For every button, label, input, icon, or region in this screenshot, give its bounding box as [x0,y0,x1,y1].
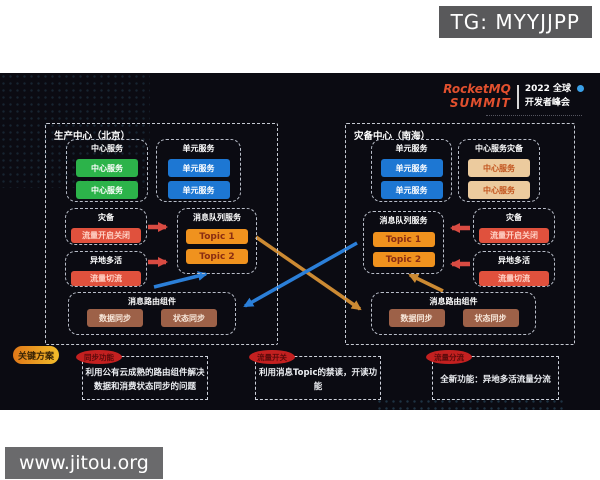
logo-summit-text: SUMMIT [449,95,511,110]
logo-brand: RocketMQ SUMMIT [443,82,511,111]
node-traffic-switch: 流量切流 [71,271,141,286]
group-disaster-recovery: 灾备 流量开启关闭 [65,208,147,245]
group-title: 灾备 [98,213,114,222]
group-title: 中心服务灾备 [475,144,523,153]
group-title: 单元服务 [182,144,215,153]
node-traffic-on-off: 流量开启关闭 [71,228,141,243]
node-traffic-on-off: 流量开启关闭 [479,228,549,243]
node-center-service: 中心服务 [76,159,138,177]
node-data-sync: 数据同步 [87,309,143,327]
note-traffic-split: 流量分流 全新功能：异地多活流量分流 [426,350,559,400]
group-message-router: 消息路由组件 数据同步 状态同步 [371,292,536,335]
node-data-sync: 数据同步 [388,309,445,327]
group-title: 异地多活 [90,256,122,265]
note-sync-feature: 同步功能 利用公有云成熟的路由组件解决 数据和消费状态同步的问题 [76,350,208,400]
group-title: 灾备 [506,213,522,222]
group-title: 异地多活 [498,256,530,265]
node-topic-2: Topic 2 [186,249,248,264]
watermark-badge: www.jitou.org [5,447,163,479]
node-unit-service: 单元服务 [380,181,443,199]
note-line: 全新功能：异地多活流量分流 [440,374,551,385]
note-text: 利用消息Topic的禁读，开读功能 [256,362,380,394]
group-title: 消息路由组件 [128,297,176,306]
panel-title-production: 生产中心（北京） [54,131,131,142]
group-message-queue: 消息队列服务 Topic 1 Topic 2 [363,211,444,274]
note-line: 利用公有云成熟的路由组件解决 [85,367,205,378]
node-unit-service: 单元服务 [167,159,230,177]
group-center-service: 中心服务 中心服务 中心服务 [66,139,148,202]
node-topic-1: Topic 1 [186,229,248,244]
group-unit-service: 单元服务 单元服务 单元服务 [156,139,241,202]
note-text: 全新功能：异地多活流量分流 [440,369,551,388]
note-badge-sync: 同步功能 [76,350,122,364]
node-topic-1: Topic 1 [372,232,435,247]
node-unit-service: 单元服务 [167,181,230,199]
node-center-service-standby: 中心服务 [468,181,530,199]
group-message-queue: 消息队列服务 Topic 1 Topic 2 [177,208,257,274]
group-unit-service: 单元服务 单元服务 单元服务 [371,139,452,202]
node-topic-2: Topic 2 [372,252,435,267]
note-badge-traffic-switch: 流量开关 [249,350,295,364]
logo-year-text: 2022 全球 [524,84,571,95]
node-state-sync: 状态同步 [161,309,217,327]
note-badge-traffic-split: 流量分流 [426,350,472,364]
key-solution-pill: 关键方案 [13,346,59,364]
logo-divider [516,84,519,109]
node-unit-service: 单元服务 [380,159,443,177]
node-center-service: 中心服务 [76,181,138,199]
panel-dr-center: 灾备中心（南海） 单元服务 单元服务 单元服务 中心服务灾备 中心服务 中心服务… [345,123,575,345]
tg-watermark-badge: TG: MYYJJPP [438,6,592,38]
node-center-service-standby: 中心服务 [468,159,530,177]
note-line: 利用消息Topic的禁读，开读功能 [258,367,378,392]
group-title: 消息队列服务 [193,213,241,222]
group-center-service-dr: 中心服务灾备 中心服务 中心服务 [458,139,540,202]
rocketmq-summit-logo: RocketMQ SUMMIT 2022 全球 开发者峰会 [443,82,584,111]
group-title: 中心服务 [91,144,123,153]
logo-tagline [486,115,582,116]
logo-dot-icon [577,85,584,92]
node-state-sync: 状态同步 [462,309,519,327]
group-message-router: 消息路由组件 数据同步 状态同步 [68,292,236,335]
slide: RocketMQ SUMMIT 2022 全球 开发者峰会 [0,73,600,410]
group-disaster-recovery: 灾备 流量开启关闭 [473,208,555,245]
logo-event: 2022 全球 开发者峰会 [525,83,571,110]
note-line: 数据和消费状态同步的问题 [93,381,196,392]
note-traffic-switch: 流量开关 利用消息Topic的禁读，开读功能 [249,350,381,400]
panel-production-center: 生产中心（北京） 中心服务 中心服务 中心服务 单元服务 单元服务 单元服务 灾… [45,123,278,345]
group-multi-active: 异地多活 流量切流 [473,251,555,287]
note-text: 利用公有云成熟的路由组件解决 数据和消费状态同步的问题 [85,362,204,394]
node-traffic-switch: 流量切流 [479,271,549,286]
group-title: 消息路由组件 [429,297,478,306]
logo-event-text: 开发者峰会 [524,97,570,108]
panel-title-dr: 灾备中心（南海） [354,131,431,142]
group-title: 单元服务 [395,144,428,153]
group-title: 消息队列服务 [379,216,428,225]
group-multi-active: 异地多活 流量切流 [65,251,147,287]
logo-rocketmq-text: RocketMQ [443,82,511,96]
